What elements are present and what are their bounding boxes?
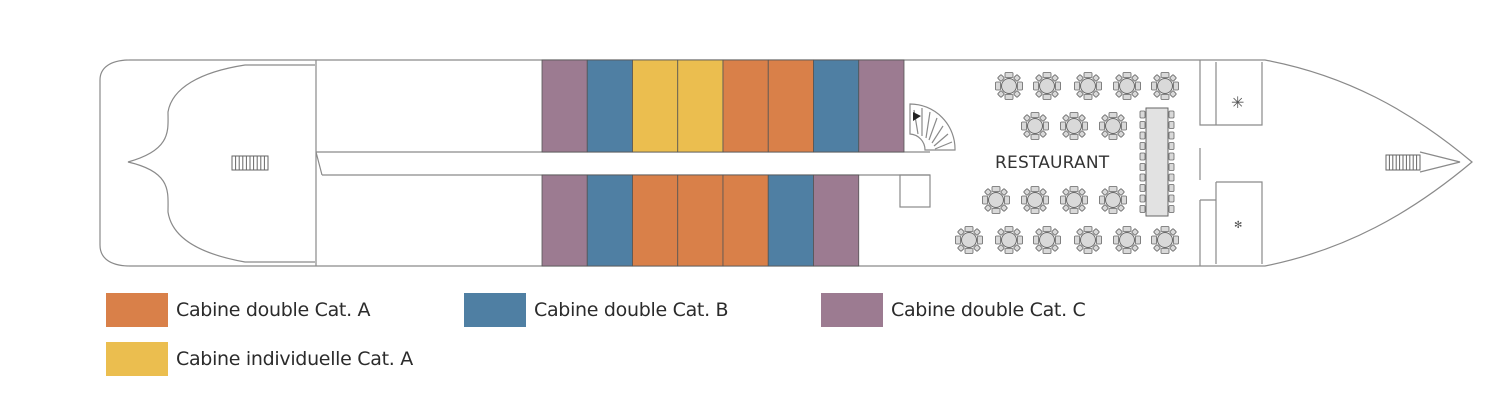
cabin-bottom-6 (767, 174, 814, 267)
dining-table (1099, 186, 1127, 214)
legend-item-cat-c-double: Cabine double Cat. C (821, 293, 1086, 327)
cabin-top-1 (541, 59, 588, 153)
bow-inner-line (1419, 151, 1461, 173)
cabin-bottom-1 (541, 174, 588, 267)
dining-table (1033, 72, 1061, 100)
spiral-staircase-icon (909, 103, 956, 151)
cabin-bottom-3 (632, 174, 679, 267)
cabin-top-6 (767, 59, 814, 153)
stern-curve (127, 64, 315, 263)
snowflake-icon: ✻ (1234, 220, 1242, 231)
dining-table (1021, 112, 1049, 140)
dining-table (1151, 226, 1179, 254)
cabin-top-3 (632, 59, 679, 153)
dining-table (1113, 72, 1141, 100)
cabin-bottom-5 (722, 174, 769, 267)
dining-table (995, 226, 1023, 254)
dining-table (1099, 112, 1127, 140)
legend-item-cat-a-double: Cabine double Cat. A (106, 293, 371, 327)
cabins-bottom (541, 174, 860, 267)
legend-swatch-cat-a-single (106, 342, 168, 376)
legend-swatch-cat-b-double (464, 293, 526, 327)
cabin-bottom-7 (813, 174, 860, 267)
deck-plan: RESTAURANT ✳ ✻ (99, 59, 1473, 267)
ship-hull (99, 59, 1473, 267)
legend-label: Cabine double Cat. A (176, 299, 371, 321)
cabin-top-5 (722, 59, 769, 153)
cabin-top-2 (586, 59, 633, 153)
bow-stairs-icon (1385, 154, 1421, 171)
dining-table (1060, 186, 1088, 214)
dining-table (955, 226, 983, 254)
legend-item-cat-b-double: Cabine double Cat. B (464, 293, 729, 327)
dining-tables (955, 72, 1179, 254)
cabin-top-8 (858, 59, 905, 153)
legend-label: Cabine individuelle Cat. A (176, 348, 413, 370)
dining-table (1074, 226, 1102, 254)
cabin-bottom-2 (586, 174, 633, 267)
dining-table (1074, 72, 1102, 100)
legend-item-cat-a-single: Cabine individuelle Cat. A (106, 342, 413, 376)
elevator-box (899, 174, 931, 208)
legend-swatch-cat-a-double (106, 293, 168, 327)
legend-label: Cabine double Cat. B (534, 299, 729, 321)
cabin-top-4 (677, 59, 724, 153)
dining-table (1021, 186, 1049, 214)
legend-label: Cabine double Cat. C (891, 299, 1086, 321)
dining-table (1033, 226, 1061, 254)
dining-table (1113, 226, 1141, 254)
cabin-bottom-4 (677, 174, 724, 267)
stern-stairs-icon (231, 155, 269, 171)
legend-swatch-cat-c-double (821, 293, 883, 327)
freezer-icon: ✳ (1231, 93, 1244, 112)
bow-partition (1199, 60, 1263, 266)
restaurant-label: RESTAURANT (995, 153, 1110, 173)
cabin-top-7 (813, 59, 860, 153)
dining-table (982, 186, 1010, 214)
dining-table (1151, 72, 1179, 100)
buffet-table (1139, 107, 1175, 217)
dining-table (1060, 112, 1088, 140)
cabins-top (541, 59, 905, 153)
dining-table (995, 72, 1023, 100)
